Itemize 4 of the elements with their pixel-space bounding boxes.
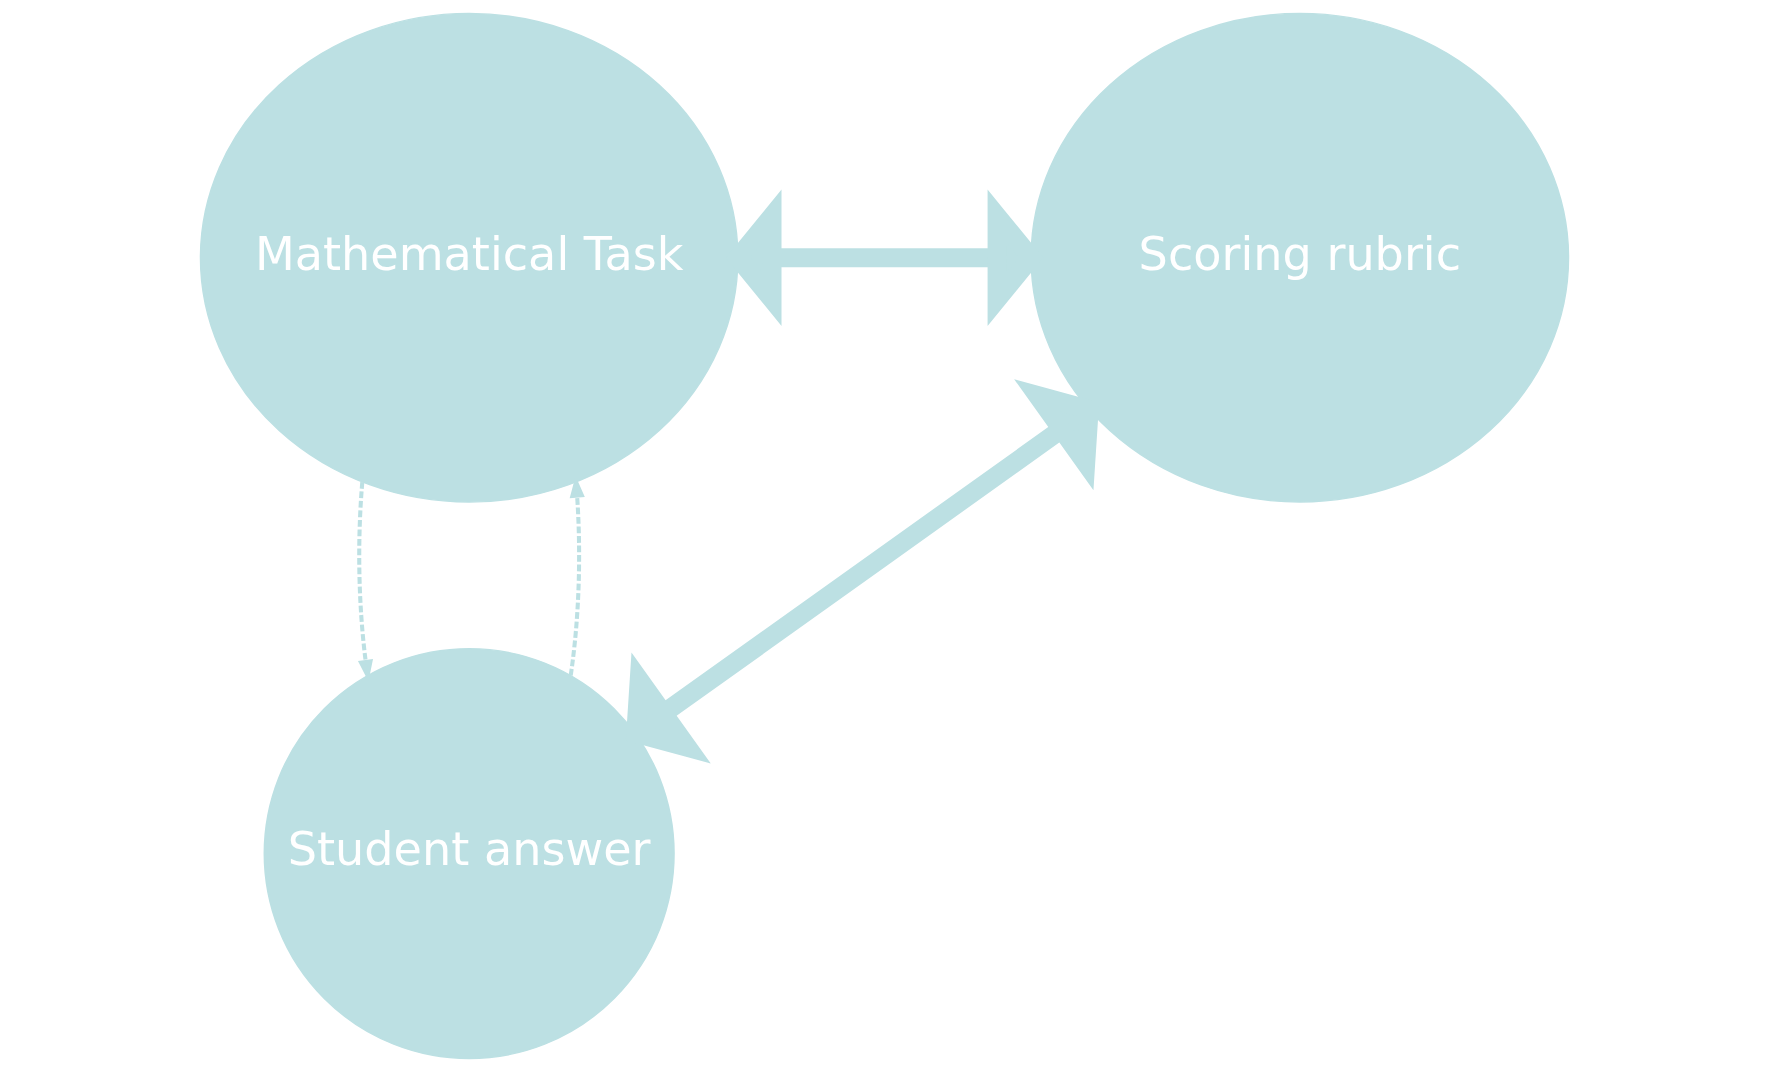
arrow [625,379,1100,764]
node-circle: Mathematical Task [199,12,739,503]
node-circle: Scoring rubric [1030,12,1570,503]
node-circle: Student answer [263,647,675,1060]
